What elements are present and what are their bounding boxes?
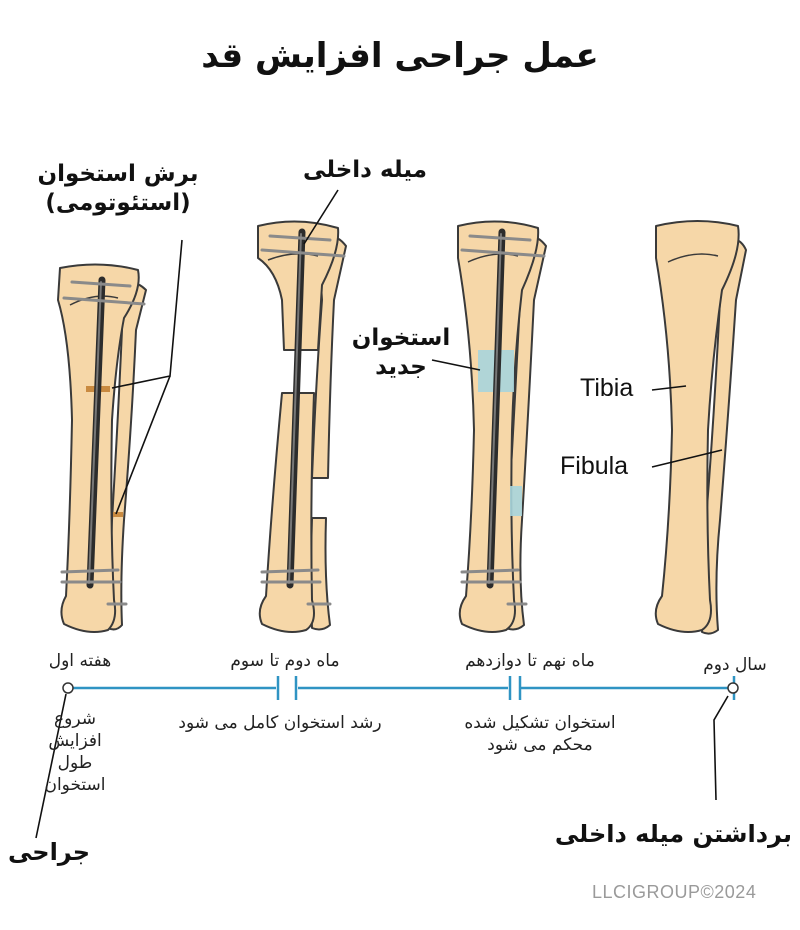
fibula-stage-2-top [311,235,347,479]
copyright-text: LLCIGROUP©2024 [592,882,757,902]
internal-rod-label: میله داخلی [303,157,427,183]
osteotomy-label: برش استخوان (استئوتومی) [18,160,218,218]
page-title: عمل جراحی افزایش قد [201,36,599,76]
new-bone-label: استخوان جدید [336,324,466,382]
stage-3-desc-line: محکم می شود [487,735,593,756]
timeline-stage-2-desc: رشد استخوان کامل می شود [178,713,382,733]
osteotomy-gap-fibula [113,512,123,517]
tibia-stage-2-bottom [258,392,315,633]
timeline-stage-1-desc: شروع افزایش طول استخوان [30,708,120,796]
timeline-stage-3-desc: استخوان تشکیل شده محکم می شود [420,712,660,756]
osteotomy-label-line1: برش استخوان [37,161,199,187]
fibula-stage-4 [701,238,747,635]
timeline-end-marker [727,682,739,694]
timeline-stage-3-time: ماه نهم تا دوازدهم [465,651,595,671]
timeline-stage-4-time: سال دوم [703,655,767,675]
rod-removal-event-label: برداشتن میله داخلی [554,820,792,848]
fibula-stage-1 [107,281,147,631]
leg-stage-4 [654,220,747,635]
timeline [35,676,739,839]
locking-screws [60,234,546,606]
timeline-stage-2-time: ماه دوم تا سوم [230,651,340,671]
tibia-stage-4 [654,220,740,633]
leader-fibula [651,449,723,468]
osteotomy-label-line2: (استئوتومی) [45,189,191,216]
stage-1-desc-line: شروع [54,709,96,729]
stage-3-desc-line: استخوان تشکیل شده [464,713,616,733]
new-bone-label-line2: جدید [375,353,427,380]
new-bone-fibula [510,486,522,516]
leader-rod [303,189,339,245]
fibula-label: Fibula [560,452,629,480]
timeline-stage-1-time: هفته اول [48,651,112,671]
timeline-start-marker [62,682,74,694]
surgery-event-label: جراحی [8,838,91,866]
stage-1-desc-line: افزایش [48,731,102,752]
stage-1-desc-line: طول [57,753,93,774]
tibia-label: Tibia [580,374,634,402]
stage-1-desc-line: استخوان [44,775,106,796]
new-bone-label-line1: استخوان [351,325,451,351]
leader-new-bone [431,359,481,371]
leader-tibia [651,385,687,391]
